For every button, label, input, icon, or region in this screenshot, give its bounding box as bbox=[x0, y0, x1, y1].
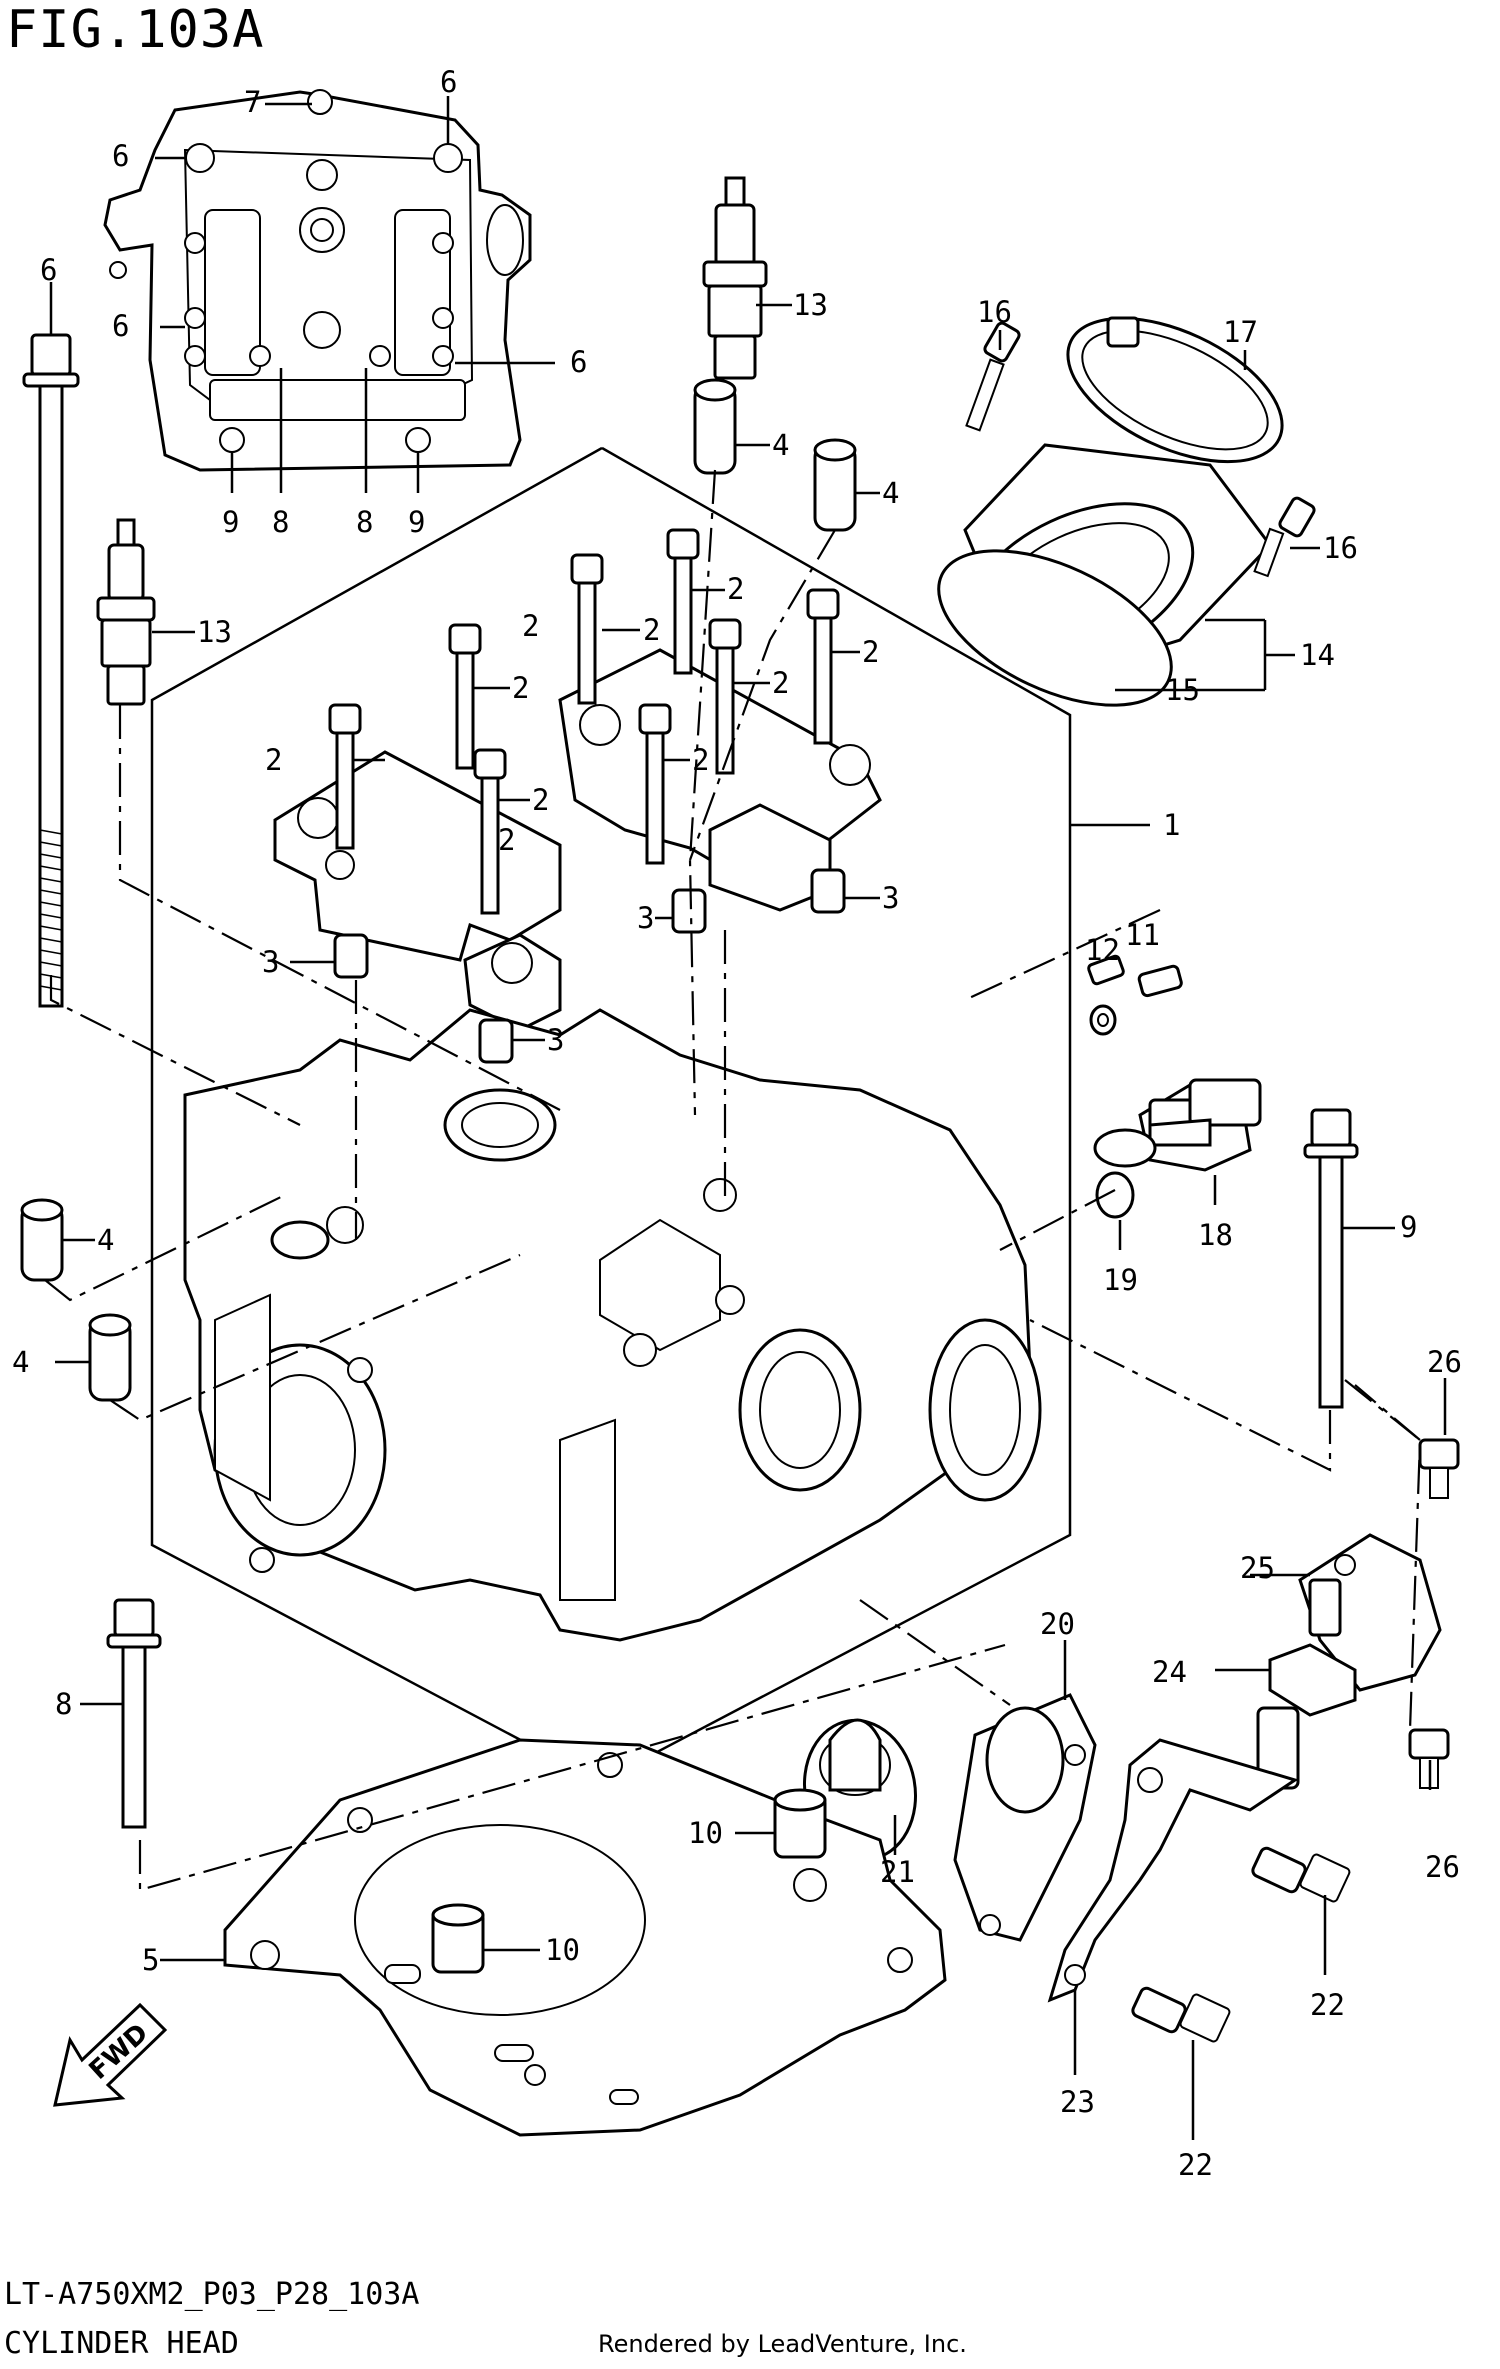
callout-8: 8 bbox=[272, 505, 289, 539]
callout-25: 25 bbox=[1240, 1551, 1275, 1585]
top-view-cylinder-head bbox=[103, 89, 532, 472]
cylinder-head-body bbox=[183, 1008, 1042, 1642]
callout-15: 15 bbox=[1165, 673, 1200, 707]
callout-6: 6 bbox=[112, 309, 129, 343]
dowel-pins bbox=[290, 868, 880, 1064]
callout-3: 3 bbox=[882, 881, 899, 915]
callout-22: 22 bbox=[1178, 2148, 1213, 2182]
callout-2: 2 bbox=[532, 783, 549, 817]
thermostat-assembly bbox=[802, 1640, 1351, 2140]
callout-2: 2 bbox=[265, 743, 282, 777]
callout-26: 26 bbox=[1427, 1345, 1462, 1379]
callout-12: 12 bbox=[1085, 933, 1120, 967]
callout-6: 6 bbox=[112, 139, 129, 173]
callout-24: 24 bbox=[1152, 1655, 1187, 1689]
callout-labels: 7 6 6 6 6 9 8 8 9 6 13 4 4 16 17 16 14 1… bbox=[12, 65, 1462, 2182]
figure-name: CYLINDER HEAD bbox=[4, 2326, 239, 2361]
callout-9: 9 bbox=[222, 505, 239, 539]
callout-4: 4 bbox=[12, 1345, 29, 1379]
callout-13: 13 bbox=[197, 615, 232, 649]
callout-18: 18 bbox=[1198, 1218, 1233, 1252]
callout-19: 19 bbox=[1103, 1263, 1138, 1297]
callout-3: 3 bbox=[262, 945, 279, 979]
callout-1: 1 bbox=[1163, 808, 1180, 842]
figure-credit: Rendered by LeadVenture, Inc. bbox=[598, 2330, 967, 2358]
top-view-leaders bbox=[155, 96, 555, 493]
figure-title: FIG.103A bbox=[6, 0, 265, 60]
long-bolt-right bbox=[1303, 1108, 1395, 1409]
callout-13: 13 bbox=[793, 288, 828, 322]
callout-8: 8 bbox=[356, 505, 373, 539]
long-stud-bolt bbox=[22, 282, 80, 1008]
alignment-lines bbox=[44, 469, 1422, 1892]
callout-2: 2 bbox=[643, 613, 660, 647]
callout-7: 7 bbox=[244, 85, 261, 119]
callout-22: 22 bbox=[1310, 1988, 1345, 2022]
callout-2: 2 bbox=[727, 572, 744, 606]
fwd-arrow-icon: FWD bbox=[53, 2002, 168, 2107]
callout-10: 10 bbox=[545, 1933, 580, 1967]
intake-pipe-assembly bbox=[937, 316, 1320, 707]
callout-2: 2 bbox=[862, 635, 879, 669]
spark-plug-left bbox=[96, 518, 195, 706]
callout-4: 4 bbox=[772, 428, 789, 462]
callout-2: 2 bbox=[498, 823, 515, 857]
cam-holder-bolts bbox=[328, 528, 860, 915]
callout-6: 6 bbox=[40, 253, 57, 287]
callout-8: 8 bbox=[55, 1687, 72, 1721]
callout-21: 21 bbox=[880, 1855, 915, 1889]
callout-14: 14 bbox=[1300, 638, 1335, 672]
spark-plug-upper bbox=[702, 176, 792, 380]
callout-5: 5 bbox=[142, 1943, 159, 1977]
callout-3: 3 bbox=[637, 901, 654, 935]
bolt-11-washer-12 bbox=[1137, 964, 1183, 998]
callout-6: 6 bbox=[440, 65, 457, 99]
temperature-sensor bbox=[1087, 954, 1262, 1250]
callout-3: 3 bbox=[547, 1023, 564, 1057]
figure-code: LT-A750XM2_P03_P28_103A bbox=[4, 2277, 420, 2312]
callout-2: 2 bbox=[692, 743, 709, 777]
callout-16: 16 bbox=[1323, 531, 1358, 565]
callout-9: 9 bbox=[408, 505, 425, 539]
callout-4: 4 bbox=[97, 1223, 114, 1257]
callout-4: 4 bbox=[882, 476, 899, 510]
callout-9: 9 bbox=[1400, 1210, 1417, 1244]
callout-6: 6 bbox=[570, 345, 587, 379]
callout-2: 2 bbox=[772, 666, 789, 700]
callout-20: 20 bbox=[1040, 1607, 1075, 1641]
bracket-assembly bbox=[1215, 1378, 1460, 1790]
callout-2: 2 bbox=[512, 671, 529, 705]
callout-10: 10 bbox=[688, 1816, 723, 1850]
bolt-leaders bbox=[353, 588, 860, 802]
callout-11: 11 bbox=[1125, 918, 1160, 952]
callout-2: 2 bbox=[522, 609, 539, 643]
bolt-8-lower bbox=[80, 1598, 162, 1829]
callout-16: 16 bbox=[977, 295, 1012, 329]
callout-17: 17 bbox=[1223, 315, 1258, 349]
cylinder-head-gasket bbox=[160, 1738, 947, 2137]
callout-23: 23 bbox=[1060, 2085, 1095, 2119]
callout-26: 26 bbox=[1425, 1850, 1460, 1884]
